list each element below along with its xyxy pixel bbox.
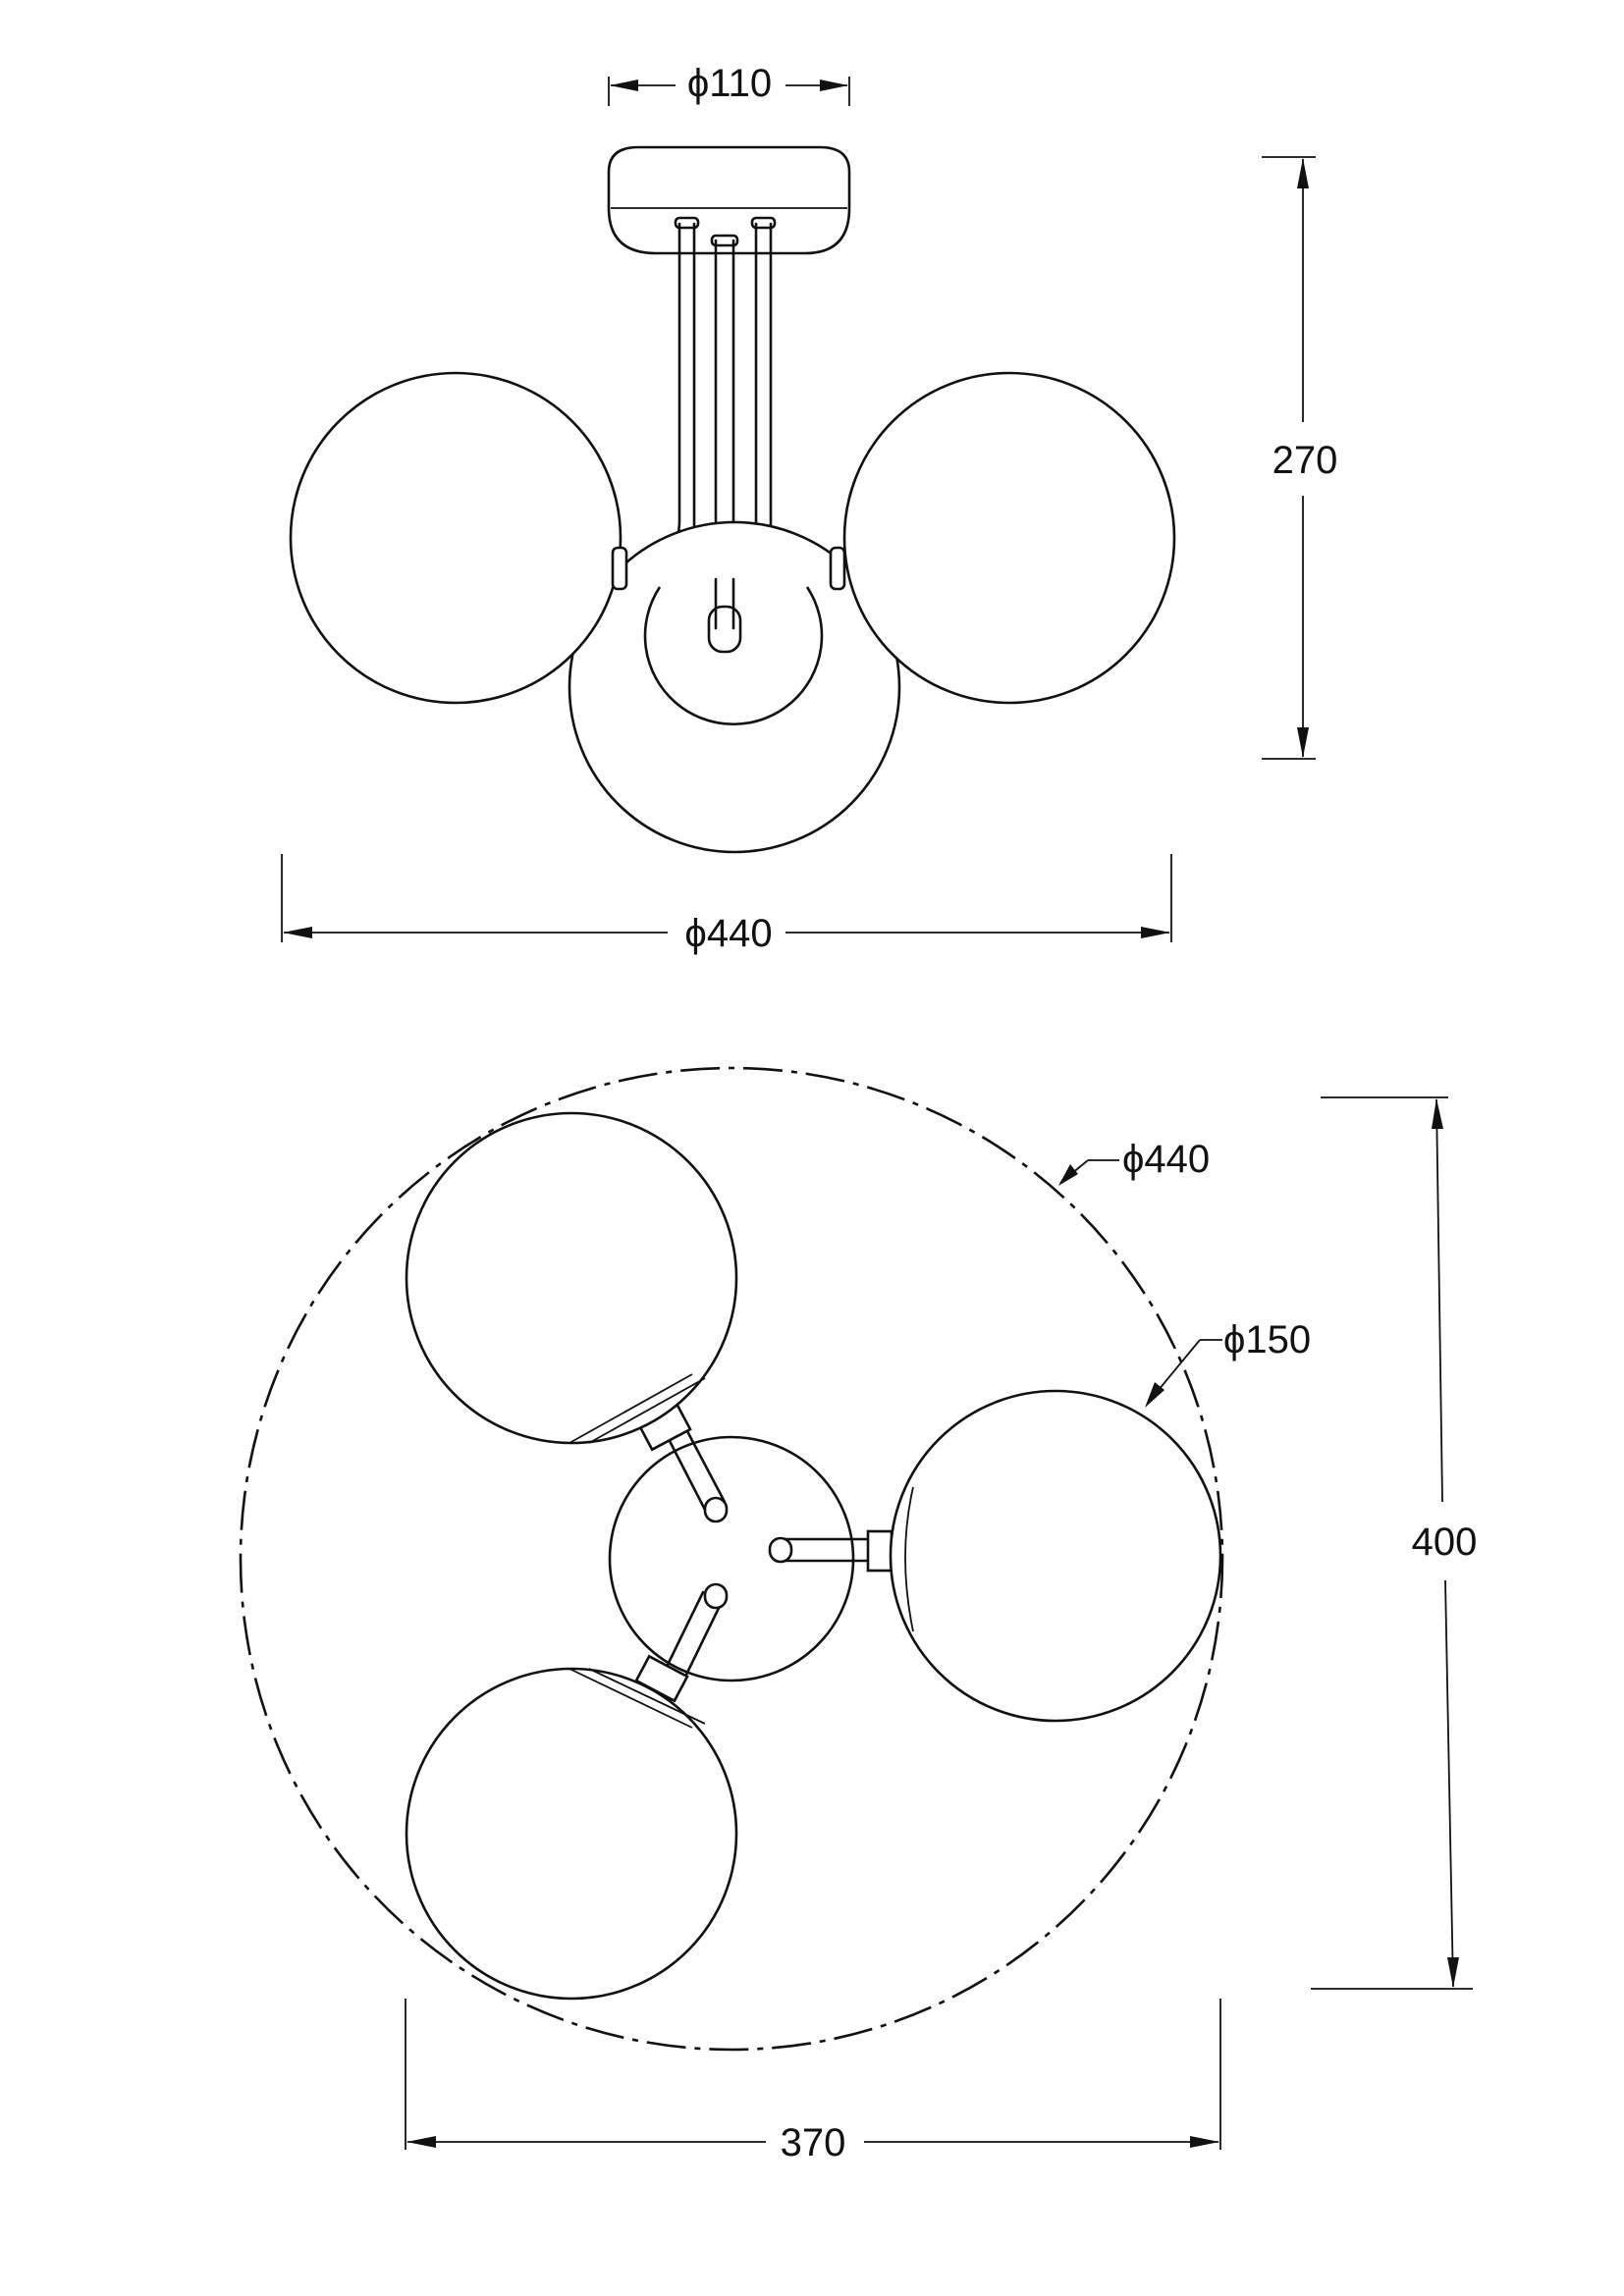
globe-diameter-label: ϕ150 [1223,1318,1311,1362]
top-canopy [608,1435,855,1682]
height-label: 270 [1272,439,1338,482]
dimension-overall-diameter: ϕ440 [281,854,1172,955]
leader-globe-diameter: ϕ150 [1145,1318,1311,1408]
overall-circle [239,1066,1224,2052]
overall-diameter-label: ϕ440 [684,912,772,955]
circle-diameter-label: ϕ440 [1122,1138,1210,1181]
side-globes [289,371,1176,854]
canopy-diameter-label: ϕ110 [687,62,772,105]
top-globes [405,1111,1222,2001]
top-view: ϕ440 ϕ150 400 370 [239,1066,1478,2164]
canopy [607,145,851,255]
top-arms [634,1403,893,1703]
dimension-depth: 400 [1311,1096,1478,1990]
width-label: 370 [781,2121,846,2164]
dimension-canopy-diameter: ϕ110 [608,62,850,106]
dimension-width: 370 [405,1999,1221,2164]
side-view: ϕ110 270 ϕ440 [281,62,1338,955]
dimension-height: 270 [1262,156,1338,760]
leader-circle-diameter: ϕ440 [1058,1138,1210,1186]
depth-label: 400 [1412,1521,1478,1564]
